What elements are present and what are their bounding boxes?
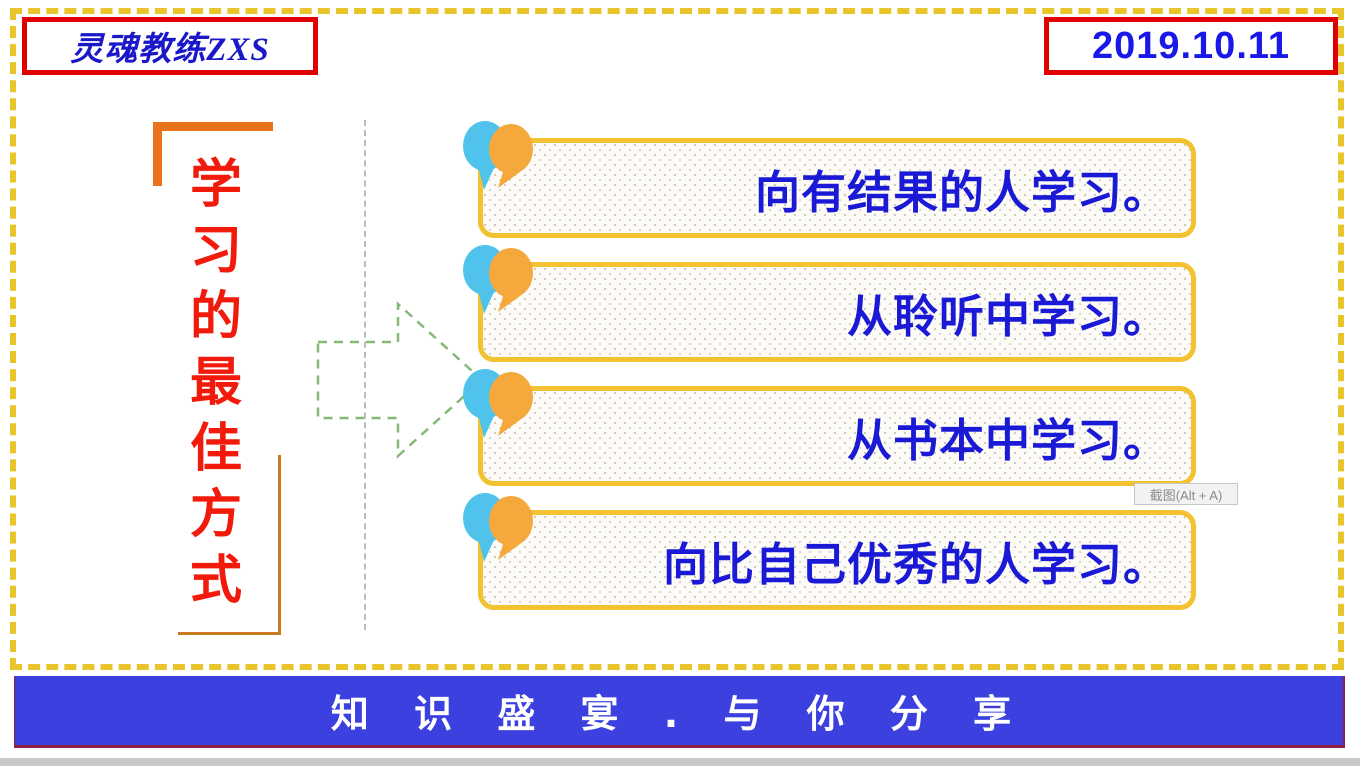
date-badge-label: 2019.10.11 <box>1091 24 1291 67</box>
vertical-headline-char: 式 <box>189 551 242 611</box>
snip-tooltip[interactable]: 截图(Alt + A) <box>1134 483 1238 505</box>
title-badge: 灵魂教练ZXS <box>22 17 318 75</box>
snip-tooltip-label: 截图(Alt + A) <box>1149 487 1223 503</box>
corner-bracket-top-left-icon <box>153 122 273 186</box>
title-badge-label: 灵魂教练ZXS <box>70 32 270 68</box>
list-item[interactable]: 从聆听中学习。 <box>478 262 1196 362</box>
list-item[interactable]: 向有结果的人学习。 <box>478 138 1196 238</box>
vertical-headline-char: 习 <box>189 221 242 281</box>
vertical-headline-char: 方 <box>189 485 242 545</box>
list-item-label: 向比自己优秀的人学习。 <box>662 537 1169 591</box>
vertical-headline-char: 最 <box>189 353 242 413</box>
vertical-headline-char: 学 <box>189 155 242 215</box>
vertical-headline-char: 佳 <box>189 419 242 479</box>
bottom-edge-strip <box>0 758 1360 766</box>
list-item[interactable]: 向比自己优秀的人学习。 <box>478 510 1196 610</box>
footer-banner-label: 知 识 盛 宴 . 与 你 分 享 <box>330 692 1028 736</box>
corner-bracket-bottom-right-icon <box>178 455 281 635</box>
list-item[interactable]: 从书本中学习。 <box>478 386 1196 486</box>
list-item-label: 从书本中学习。 <box>846 413 1169 467</box>
list-item-label: 向有结果的人学习。 <box>754 165 1169 219</box>
dashed-divider-icon <box>364 120 366 630</box>
footer-banner: 知 识 盛 宴 . 与 你 分 享 <box>14 676 1345 748</box>
date-badge: 2019.10.11 <box>1044 17 1338 75</box>
list-item-label: 从聆听中学习。 <box>846 289 1169 343</box>
vertical-headline: 学 习 的 最 佳 方 式 <box>178 152 254 614</box>
vertical-headline-char: 的 <box>189 287 242 347</box>
right-arrow-icon <box>316 301 484 459</box>
vertical-headline-block: 学 习 的 最 佳 方 式 <box>150 118 290 638</box>
